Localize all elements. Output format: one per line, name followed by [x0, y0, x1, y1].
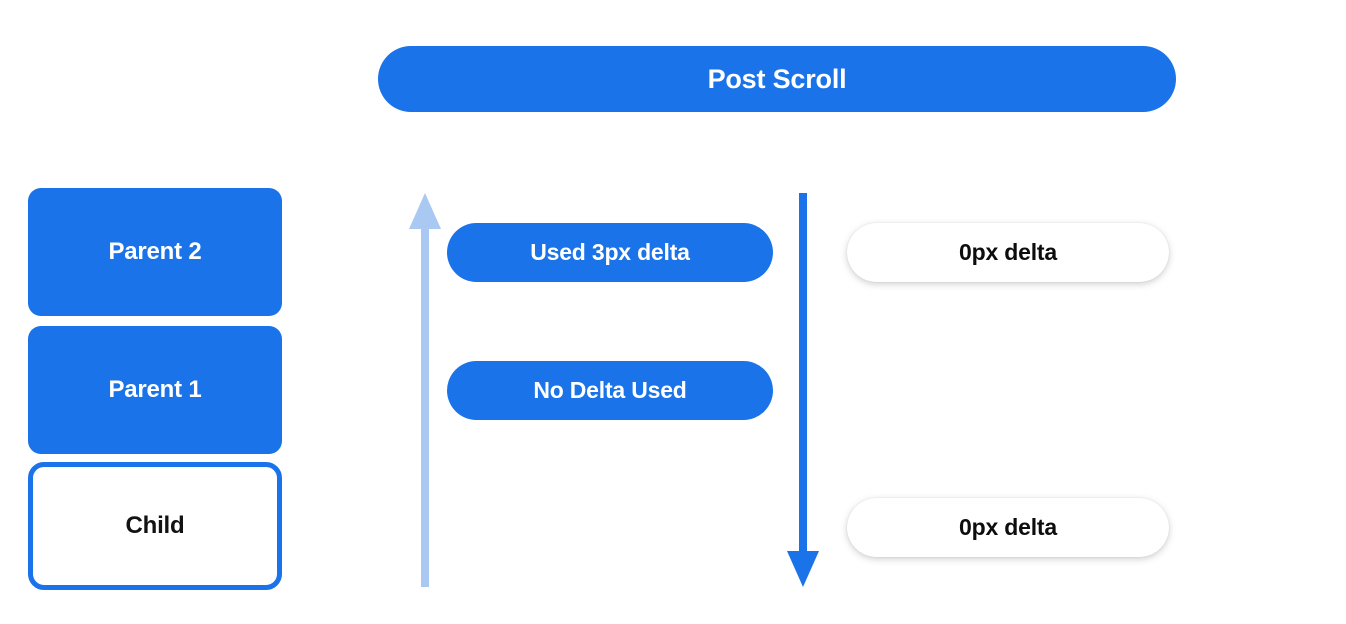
node-box-child: Child	[28, 462, 282, 590]
scroll-propagation-up-arrow	[409, 193, 441, 587]
scroll-propagation-down-arrow	[787, 193, 819, 587]
delta-pill-no-delta-used-label: No Delta Used	[533, 377, 687, 403]
node-box-parent-1-label: Parent 1	[108, 376, 202, 403]
node-box-parent-1: Parent 1	[28, 326, 282, 454]
delta-pill-used-3px: Used 3px delta	[447, 223, 773, 282]
node-box-parent-2: Parent 2	[28, 188, 282, 316]
node-box-child-label: Child	[125, 512, 185, 539]
delta-pill-no-delta-used: No Delta Used	[447, 361, 773, 420]
remaining-delta-pill-bottom-label: 0px delta	[959, 514, 1057, 540]
remaining-delta-pill-top-label: 0px delta	[959, 239, 1057, 265]
post-scroll-header: Post Scroll	[378, 46, 1176, 112]
delta-pill-used-3px-label: Used 3px delta	[530, 239, 690, 265]
remaining-delta-pill-top: 0px delta	[847, 223, 1169, 282]
node-box-parent-2-label: Parent 2	[108, 238, 202, 265]
post-scroll-header-label: Post Scroll	[707, 63, 847, 94]
remaining-delta-pill-bottom: 0px delta	[847, 498, 1169, 557]
